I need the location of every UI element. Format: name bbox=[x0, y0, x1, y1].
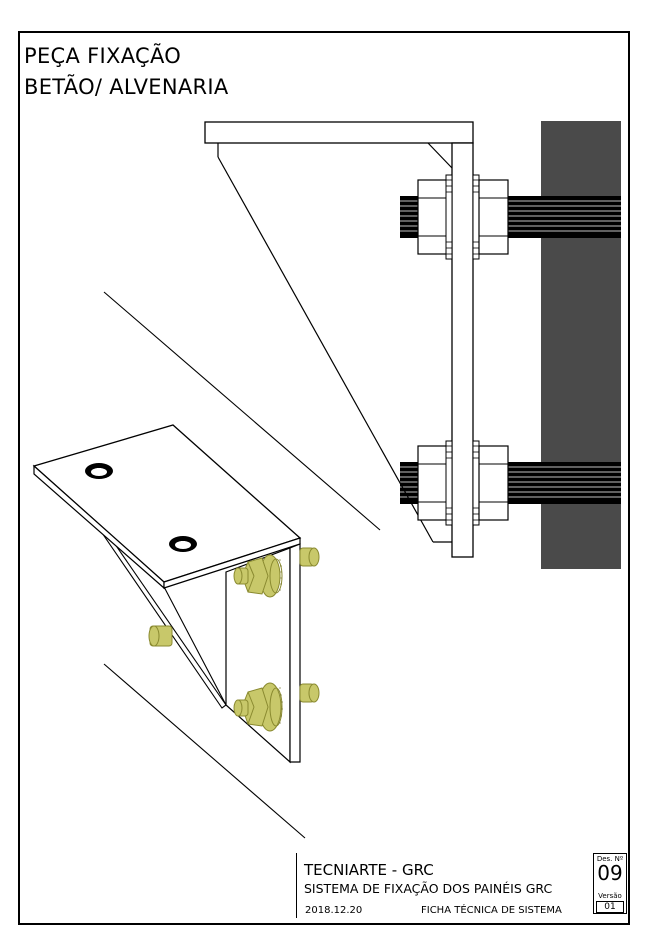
bracket-top-plate bbox=[204, 121, 474, 144]
washer-icon bbox=[445, 440, 453, 526]
title-block-divider bbox=[296, 853, 297, 918]
washer-icon bbox=[472, 440, 480, 526]
lower-nut-assembly bbox=[233, 682, 283, 732]
upper-nut-assembly bbox=[417, 174, 509, 260]
drawing-title-line-2: BETÃO/ ALVENARIA bbox=[24, 75, 229, 99]
drawing-title-line-1: PEÇA FIXAÇÃO bbox=[24, 44, 182, 68]
washer-icon bbox=[445, 174, 453, 260]
construction-line bbox=[103, 663, 306, 839]
sheet-type: FICHA TÉCNICA DE SISTEMA bbox=[421, 905, 562, 916]
construction-line bbox=[103, 291, 381, 531]
bracket-vertical-plate-edge bbox=[289, 543, 301, 763]
nut-icon bbox=[478, 445, 509, 521]
washer-icon bbox=[472, 174, 480, 260]
drawing-number-label: Des. Nº bbox=[596, 855, 624, 863]
nut-icon bbox=[478, 179, 509, 255]
lower-nut-assembly bbox=[417, 440, 509, 526]
system-name: SISTEMA DE FIXAÇÃO DOS PAINÉIS GRC bbox=[304, 881, 553, 896]
version-number: 01 bbox=[596, 901, 624, 913]
nut-icon bbox=[417, 179, 448, 255]
bolt-icon bbox=[299, 547, 320, 567]
side-view bbox=[204, 121, 621, 569]
isometric-view bbox=[32, 291, 381, 839]
drawing-date: 2018.12.20 bbox=[305, 905, 363, 916]
bracket-gusset bbox=[217, 142, 453, 543]
drawing-number: 09 bbox=[597, 861, 623, 885]
bolt-icon bbox=[148, 625, 173, 647]
company-name: TECNIARTE - GRC bbox=[304, 861, 434, 879]
bracket-vertical-plate bbox=[451, 142, 474, 558]
upper-nut-assembly bbox=[233, 554, 283, 598]
drawing-number-box: Des. Nº 09 Versão 01 bbox=[593, 853, 627, 914]
nut-icon bbox=[417, 445, 448, 521]
version-label: Versão bbox=[598, 892, 622, 900]
drawing-sheet-border bbox=[18, 31, 630, 925]
hole-icon bbox=[169, 536, 197, 552]
hole-icon bbox=[85, 463, 113, 479]
bolt-icon bbox=[299, 683, 320, 703]
